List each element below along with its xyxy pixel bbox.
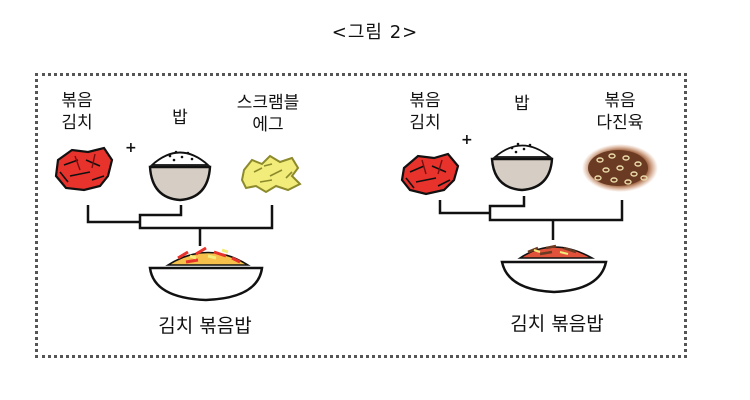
left-kimchi-label-line2: 김치 — [61, 113, 93, 133]
left-egg-label-line2: 에그 — [252, 115, 284, 135]
right-meat-label: 볶음 다진육 — [585, 90, 655, 134]
left-connector-lines — [86, 205, 274, 246]
right-kimchi-icon — [400, 152, 460, 196]
right-fried-rice-bowl-icon — [500, 244, 608, 294]
left-result-label: 김치 볶음밥 — [158, 315, 252, 337]
left-egg-label: 스크램블 에그 — [228, 92, 308, 136]
right-ground-meat-icon — [582, 144, 658, 192]
diagram-frame — [35, 73, 687, 358]
left-rice-bowl-icon — [148, 150, 212, 202]
right-kimchi-label-line1: 볶음 — [409, 91, 441, 111]
left-kimchi-label: 볶음 김치 — [52, 90, 102, 134]
right-connector-lines — [438, 196, 624, 240]
left-scrambled-egg-icon — [240, 154, 302, 194]
right-meat-label-line1: 볶음 — [604, 91, 636, 111]
left-kimchi-label-line1: 볶음 — [61, 91, 93, 111]
left-kimchi-icon — [54, 146, 114, 192]
right-meat-label-line2: 다진육 — [596, 113, 644, 133]
right-rice-bowl-icon — [490, 142, 554, 192]
left-egg-label-line1: 스크램블 — [236, 93, 300, 113]
left-fried-rice-bowl-icon — [148, 246, 264, 302]
right-kimchi-label-line2: 김치 — [409, 113, 441, 133]
left-plus-sign: + — [125, 140, 137, 156]
right-rice-label: 밥 — [514, 94, 530, 114]
left-rice-label: 밥 — [172, 108, 188, 128]
right-result-label: 김치 볶음밥 — [510, 313, 604, 335]
right-kimchi-label: 볶음 김치 — [400, 90, 450, 134]
figure-title: <그림 2> — [331, 22, 419, 43]
right-plus-sign: + — [461, 132, 473, 148]
